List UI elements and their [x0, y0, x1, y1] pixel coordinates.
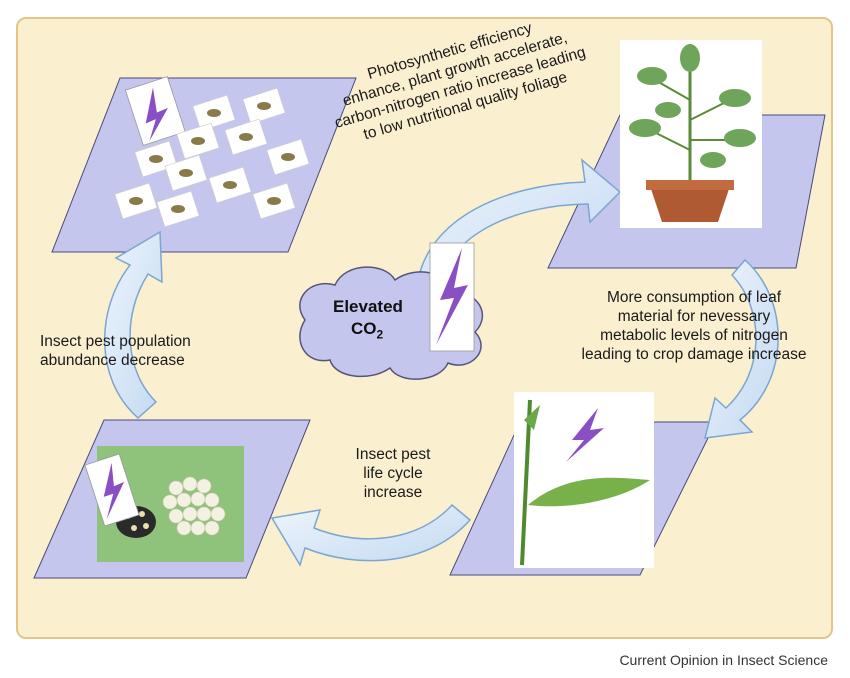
elevated-co2-label: Elevated CO2: [333, 296, 513, 345]
potted-plant-image: [620, 40, 762, 228]
topleft-lightning-icon: [145, 87, 168, 142]
population-line-1: Insect pest population: [40, 333, 191, 350]
crop-image: [514, 392, 654, 568]
population-line-2: abundance decrease: [40, 352, 185, 369]
consumption-line-2: material for nevessary: [617, 308, 771, 325]
arrow-to-crop: [704, 258, 779, 439]
lifecycle-line-3: increase: [363, 484, 423, 501]
arrow-to-lifecycle: [270, 503, 472, 567]
lifecycle-line-1: Insect pest: [355, 446, 431, 463]
lifecycle-label: Insect pest life cycle increase: [338, 445, 448, 502]
co2-main: CO: [351, 319, 377, 338]
lifecycle-line-2: life cycle: [363, 465, 423, 482]
crop-lightning-icon: [566, 408, 604, 462]
credit-text: Current Opinion in Insect Science: [619, 652, 828, 668]
co2-subscript: 2: [376, 327, 384, 342]
consumption-label: More consumption of leaf material for ne…: [574, 288, 814, 364]
insect-cards: [114, 76, 310, 228]
consumption-line-1: More consumption of leaf: [606, 289, 782, 306]
consumption-line-4: leading to crop damage increase: [581, 346, 807, 363]
insect-eggs-image: [84, 446, 244, 562]
co2-line-1: Elevated: [333, 297, 403, 316]
arrow-to-population: [104, 230, 163, 420]
center-lightning-icon: [436, 248, 468, 345]
bottomleft-lightning-icon: [103, 462, 125, 520]
co2-line-2: CO2: [333, 318, 513, 345]
population-label: Insect pest population abundance decreas…: [40, 332, 191, 370]
consumption-line-3: metabolic levels of nitrogen: [600, 327, 788, 344]
